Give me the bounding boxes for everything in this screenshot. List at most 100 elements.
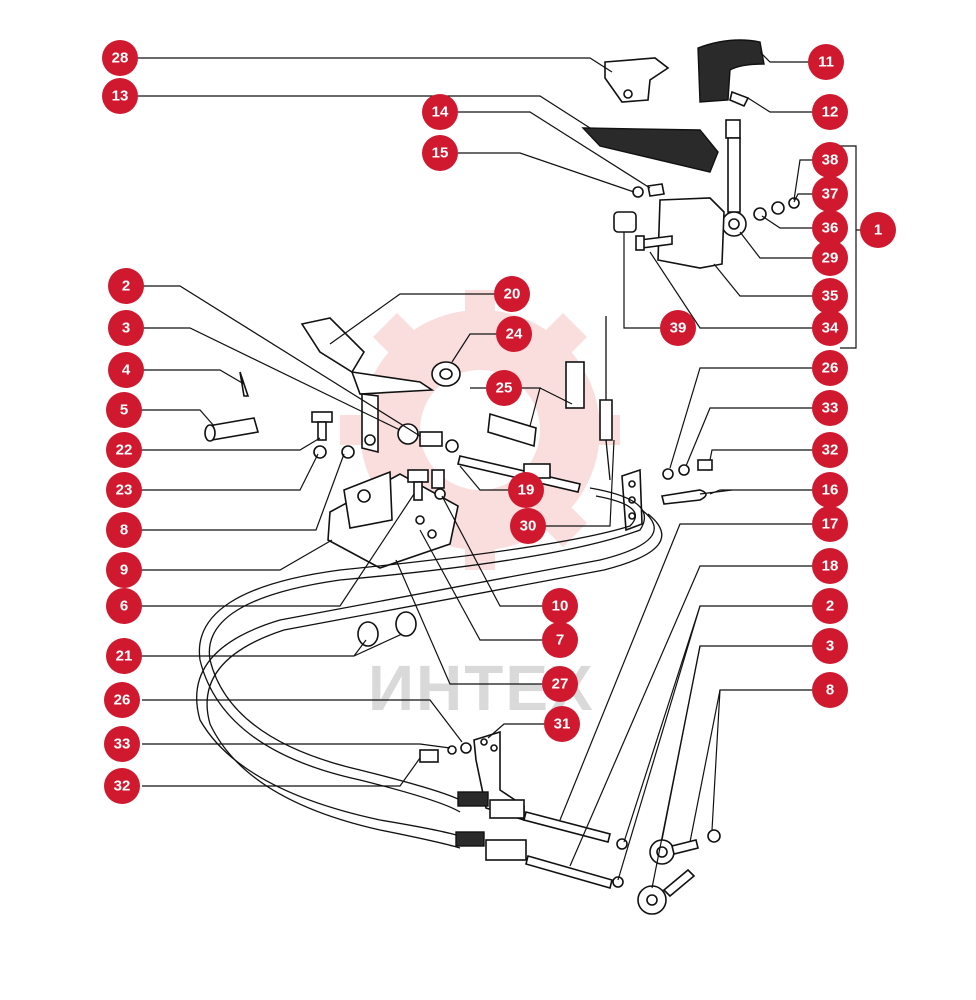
- svg-text:38: 38: [822, 152, 839, 169]
- cable-upper: [208, 487, 646, 801]
- svg-text:33: 33: [114, 736, 131, 753]
- callout-33-lower: 33: [104, 726, 140, 762]
- svg-text:8: 8: [120, 522, 128, 539]
- callout-8-upper: 8: [106, 512, 142, 548]
- callout-24: 24: [496, 316, 532, 352]
- svg-text:34: 34: [822, 320, 839, 337]
- part-washers-26-33-32b: [419, 742, 472, 763]
- svg-text:1: 1: [874, 222, 882, 239]
- svg-text:23: 23: [116, 482, 133, 499]
- callout-35: 35: [812, 278, 848, 314]
- callout-31: 31: [544, 706, 580, 742]
- callout-7: 7: [542, 622, 578, 658]
- svg-text:8: 8: [826, 682, 834, 699]
- callout-9: 9: [106, 552, 142, 588]
- svg-text:35: 35: [822, 288, 839, 305]
- callout-11: 11: [808, 44, 844, 80]
- svg-text:26: 26: [114, 692, 131, 709]
- callout-18: 18: [812, 548, 848, 584]
- svg-text:2: 2: [826, 598, 834, 615]
- callout-19: 19: [508, 472, 544, 508]
- svg-text:7: 7: [556, 632, 564, 649]
- callout-12: 12: [812, 94, 848, 130]
- cable-lower: [196, 509, 655, 837]
- callout-26-lower: 26: [104, 682, 140, 718]
- svg-text:6: 6: [120, 598, 128, 615]
- callout-26-upper: 26: [812, 350, 848, 386]
- callout-36: 36: [812, 210, 848, 246]
- callout-34: 34: [812, 310, 848, 346]
- svg-text:37: 37: [822, 186, 839, 203]
- svg-text:16: 16: [822, 482, 839, 499]
- callout-17: 17: [812, 506, 848, 542]
- callouts: 28 13 14 15 11 12 38 37 36 1 29 35 34 39…: [102, 40, 896, 804]
- part-plate-35: [657, 197, 725, 269]
- part-spacers-21: [357, 611, 417, 647]
- svg-text:19: 19: [518, 482, 535, 499]
- part-handle-11: [697, 39, 765, 103]
- svg-text:3: 3: [826, 638, 834, 655]
- svg-text:18: 18: [822, 558, 839, 575]
- svg-text:10: 10: [552, 598, 569, 615]
- callout-38: 38: [812, 142, 848, 178]
- svg-text:27: 27: [552, 676, 569, 693]
- callout-23: 23: [106, 472, 142, 508]
- callout-6: 6: [106, 588, 142, 624]
- svg-text:25: 25: [496, 380, 513, 397]
- callout-22: 22: [106, 432, 142, 468]
- svg-text:32: 32: [114, 778, 131, 795]
- svg-text:28: 28: [112, 50, 129, 67]
- svg-text:31: 31: [554, 716, 571, 733]
- part-pad-13: [581, 127, 719, 173]
- callout-13: 13: [102, 78, 138, 114]
- callout-32-lower: 32: [104, 768, 140, 804]
- part-pin-5: [204, 417, 260, 442]
- part-rod-ends-lower: [612, 829, 721, 915]
- part-rod-end-2-3: [397, 423, 459, 453]
- svg-text:26: 26: [822, 360, 839, 377]
- svg-text:33: 33: [822, 400, 839, 417]
- part-bolt-14-15: [632, 183, 665, 198]
- part-bolt-12: [729, 90, 750, 108]
- callout-8-lower: 8: [812, 672, 848, 708]
- callout-14: 14: [422, 94, 458, 130]
- callout-27: 27: [542, 666, 578, 702]
- part-bolt-6-10: [407, 469, 446, 501]
- callout-1: 1: [860, 212, 896, 248]
- svg-text:12: 12: [822, 104, 839, 121]
- svg-text:20: 20: [504, 286, 521, 303]
- part-bush-24: [431, 361, 461, 387]
- svg-text:9: 9: [120, 562, 128, 579]
- svg-text:4: 4: [122, 362, 131, 379]
- part-sleeve-25: [487, 361, 585, 448]
- part-bracket-28: [604, 57, 670, 103]
- callout-2-upper: 2: [108, 268, 144, 304]
- part-bolt-34: [635, 235, 673, 251]
- cable-upper-inner: [198, 495, 636, 813]
- svg-text:11: 11: [818, 54, 834, 71]
- callout-15: 15: [422, 135, 458, 171]
- svg-text:5: 5: [120, 402, 128, 419]
- svg-text:36: 36: [822, 220, 839, 237]
- part-threaded-rod: [599, 316, 613, 481]
- callout-37: 37: [812, 176, 848, 212]
- svg-text:30: 30: [520, 518, 537, 535]
- callout-32-upper: 32: [812, 432, 848, 468]
- svg-text:22: 22: [116, 442, 133, 459]
- callout-29: 29: [812, 240, 848, 276]
- callout-5: 5: [106, 392, 142, 428]
- callout-20: 20: [494, 276, 530, 312]
- part-cable-end-lower: [455, 831, 613, 889]
- svg-text:32: 32: [822, 442, 839, 459]
- svg-text:17: 17: [822, 516, 839, 533]
- part-pedal-20: [300, 317, 435, 454]
- callout-21: 21: [106, 638, 142, 674]
- leader-lines: [138, 51, 862, 889]
- svg-text:29: 29: [822, 250, 839, 267]
- part-cable-end-upper: [457, 791, 611, 843]
- part-washers-36-37-38: [753, 197, 800, 221]
- callout-3-upper: 3: [108, 310, 144, 346]
- callout-30: 30: [510, 508, 546, 544]
- part-lever-29: [721, 119, 747, 237]
